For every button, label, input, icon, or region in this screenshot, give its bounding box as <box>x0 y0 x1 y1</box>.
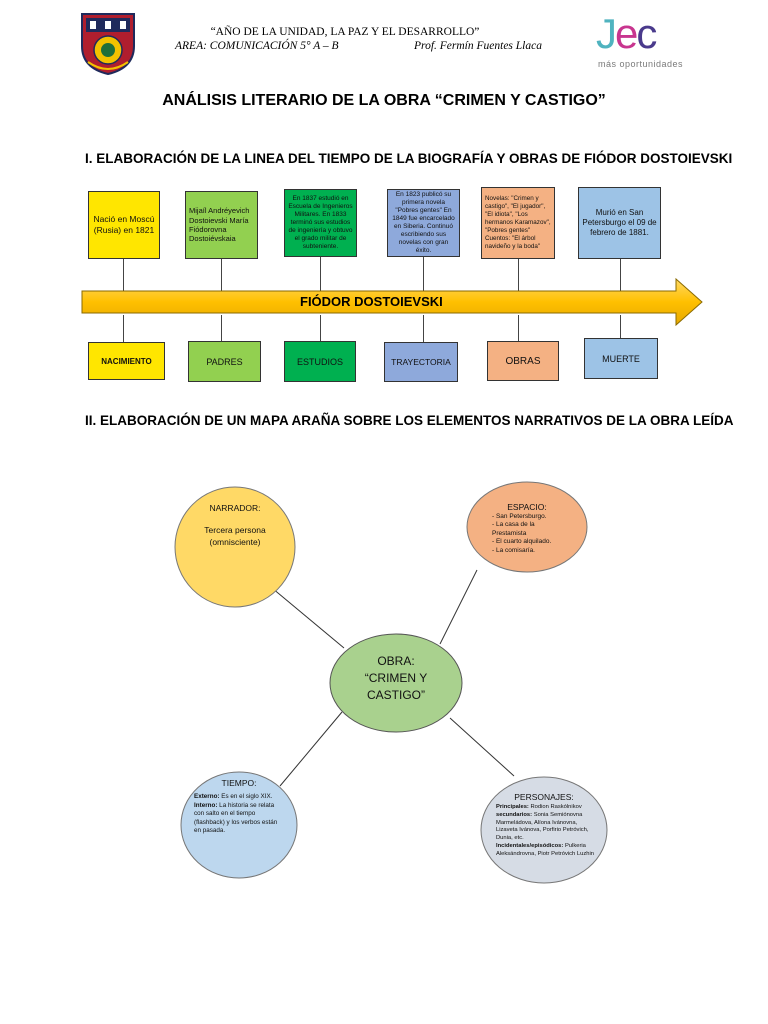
timeline-arrow <box>80 277 704 327</box>
jec-logo: Jec más oportunidades <box>596 10 708 74</box>
timeline-box-parents: Mijaíl Andréyevich Dostoievski María Fió… <box>185 191 258 259</box>
personajes-incidental-text: Pulkeria Aleksándrovna, Piotr Petróvich … <box>496 843 594 857</box>
bubble-tiempo: TIEMPO: Externo: Es en el siglo XIX. Int… <box>180 771 298 879</box>
bubble-obra-center: OBRA: “CRIMEN Y CASTIGO” <box>329 633 463 733</box>
tiempo-internal-text: La historia se relata con salto en el ti… <box>194 801 278 835</box>
label-works: OBRAS <box>487 341 559 381</box>
timeline-arrow-label: FIÓDOR DOSTOIEVSKI <box>300 294 443 309</box>
personajes-title: PERSONAJES: <box>514 792 574 802</box>
timeline-box-career: En 1823 publicó su primera novela "Pobre… <box>387 189 460 257</box>
center-line-1: OBRA: <box>377 654 415 668</box>
label-parents: PADRES <box>188 341 261 382</box>
year-motto: “AÑO DE LA UNIDAD, LA PAZ Y EL DESARROLL… <box>210 26 480 38</box>
label-death: MUERTE <box>584 338 658 379</box>
bubble-espacio: ESPACIO: - San Petersburgo. - La casa de… <box>466 481 588 573</box>
section-1-title: I. ELABORACIÓN DE LA LINEA DEL TIEMPO DE… <box>85 151 733 166</box>
narrador-line-2: (omnisciente) <box>209 537 261 547</box>
center-line-3: CASTIGO” <box>366 687 425 702</box>
connector-line <box>518 315 519 342</box>
label-studies: ESTUDIOS <box>284 341 356 382</box>
tiempo-external-label: Externo: <box>194 793 220 800</box>
bubble-narrador: NARRADOR: Tercera persona (omnisciente) <box>173 485 297 609</box>
connector-line <box>423 315 424 342</box>
timeline-box-death: Murió en San Petersburgo el 09 de febrer… <box>578 187 661 259</box>
connector-line <box>221 315 222 342</box>
teacher-name: Prof. Fermín Fuentes Llaca <box>414 40 542 52</box>
school-crest-logo <box>80 12 136 76</box>
course-area: AREA: COMUNICACIÓN 5° A – B <box>175 40 339 52</box>
connector-line <box>518 259 519 295</box>
personajes-main-text: Rodion Raskólnikov <box>528 804 582 810</box>
tiempo-body: Externo: Es en el siglo XIX. Interno: La… <box>194 793 286 836</box>
connector-line <box>620 259 621 295</box>
timeline-box-birth: Nació en Moscú (Rusia) en 1821 <box>88 191 160 259</box>
personajes-secondary-label: secundarios: <box>496 811 533 818</box>
espacio-item: Prestamista <box>492 529 527 537</box>
espacio-title: ESPACIO: <box>507 502 547 512</box>
jec-logo-subtitle: más oportunidades <box>598 59 684 69</box>
connector-line <box>221 259 222 295</box>
jec-logo-word: Jec <box>596 10 657 57</box>
personajes-secondary-text: Sonia Semiónovna Marmeládova, Alíona Ivá… <box>496 811 589 842</box>
espacio-item: - El cuarto alquilado. <box>492 538 552 546</box>
timeline-box-works: Novelas: "Crimen y castigo", "El jugador… <box>481 187 555 259</box>
tiempo-internal-label: Interno: <box>194 801 218 809</box>
tiempo-external-text: Es en el siglo XIX. <box>219 793 273 800</box>
document-title: ANÁLISIS LITERARIO DE LA OBRA “CRIMEN Y … <box>162 92 606 109</box>
connector-line <box>320 315 321 342</box>
personajes-incidental-label: Incidentales/episódicos: <box>496 843 564 850</box>
center-text: OBRA: “CRIMEN Y CASTIGO” <box>329 653 463 703</box>
personajes-body: Principales: Rodion Raskólnikov secundar… <box>496 804 596 859</box>
connector-line <box>423 257 424 295</box>
personajes-main-label: Principales: <box>496 804 529 810</box>
espacio-item: - La comisaría. <box>492 546 535 554</box>
espacio-list: - San Petersburgo. - La casa de la Prest… <box>492 513 551 555</box>
bubble-personajes: PERSONAJES: Principales: Rodion Raskólni… <box>480 776 608 884</box>
section-2-title: II. ELABORACIÓN DE UN MAPA ARAÑA SOBRE L… <box>85 413 734 428</box>
tiempo-title: TIEMPO: <box>221 778 257 788</box>
narrador-line-1: Tercera persona <box>204 525 266 535</box>
narrador-title: NARRADOR: <box>209 503 261 513</box>
connector-line <box>123 259 124 295</box>
connector-line <box>123 315 124 344</box>
espacio-item: - La casa de la <box>492 521 535 529</box>
connector-line <box>320 257 321 295</box>
label-career: TRAYECTORIA <box>384 342 458 382</box>
espacio-item: - San Petersburgo. <box>492 513 547 520</box>
center-line-2: “CRIMEN Y <box>364 670 428 685</box>
connector-line <box>620 315 621 339</box>
timeline-box-studies: En 1837 estudió en Escuela de Ingenieros… <box>284 189 357 257</box>
label-birth: NACIMIENTO <box>88 342 165 380</box>
